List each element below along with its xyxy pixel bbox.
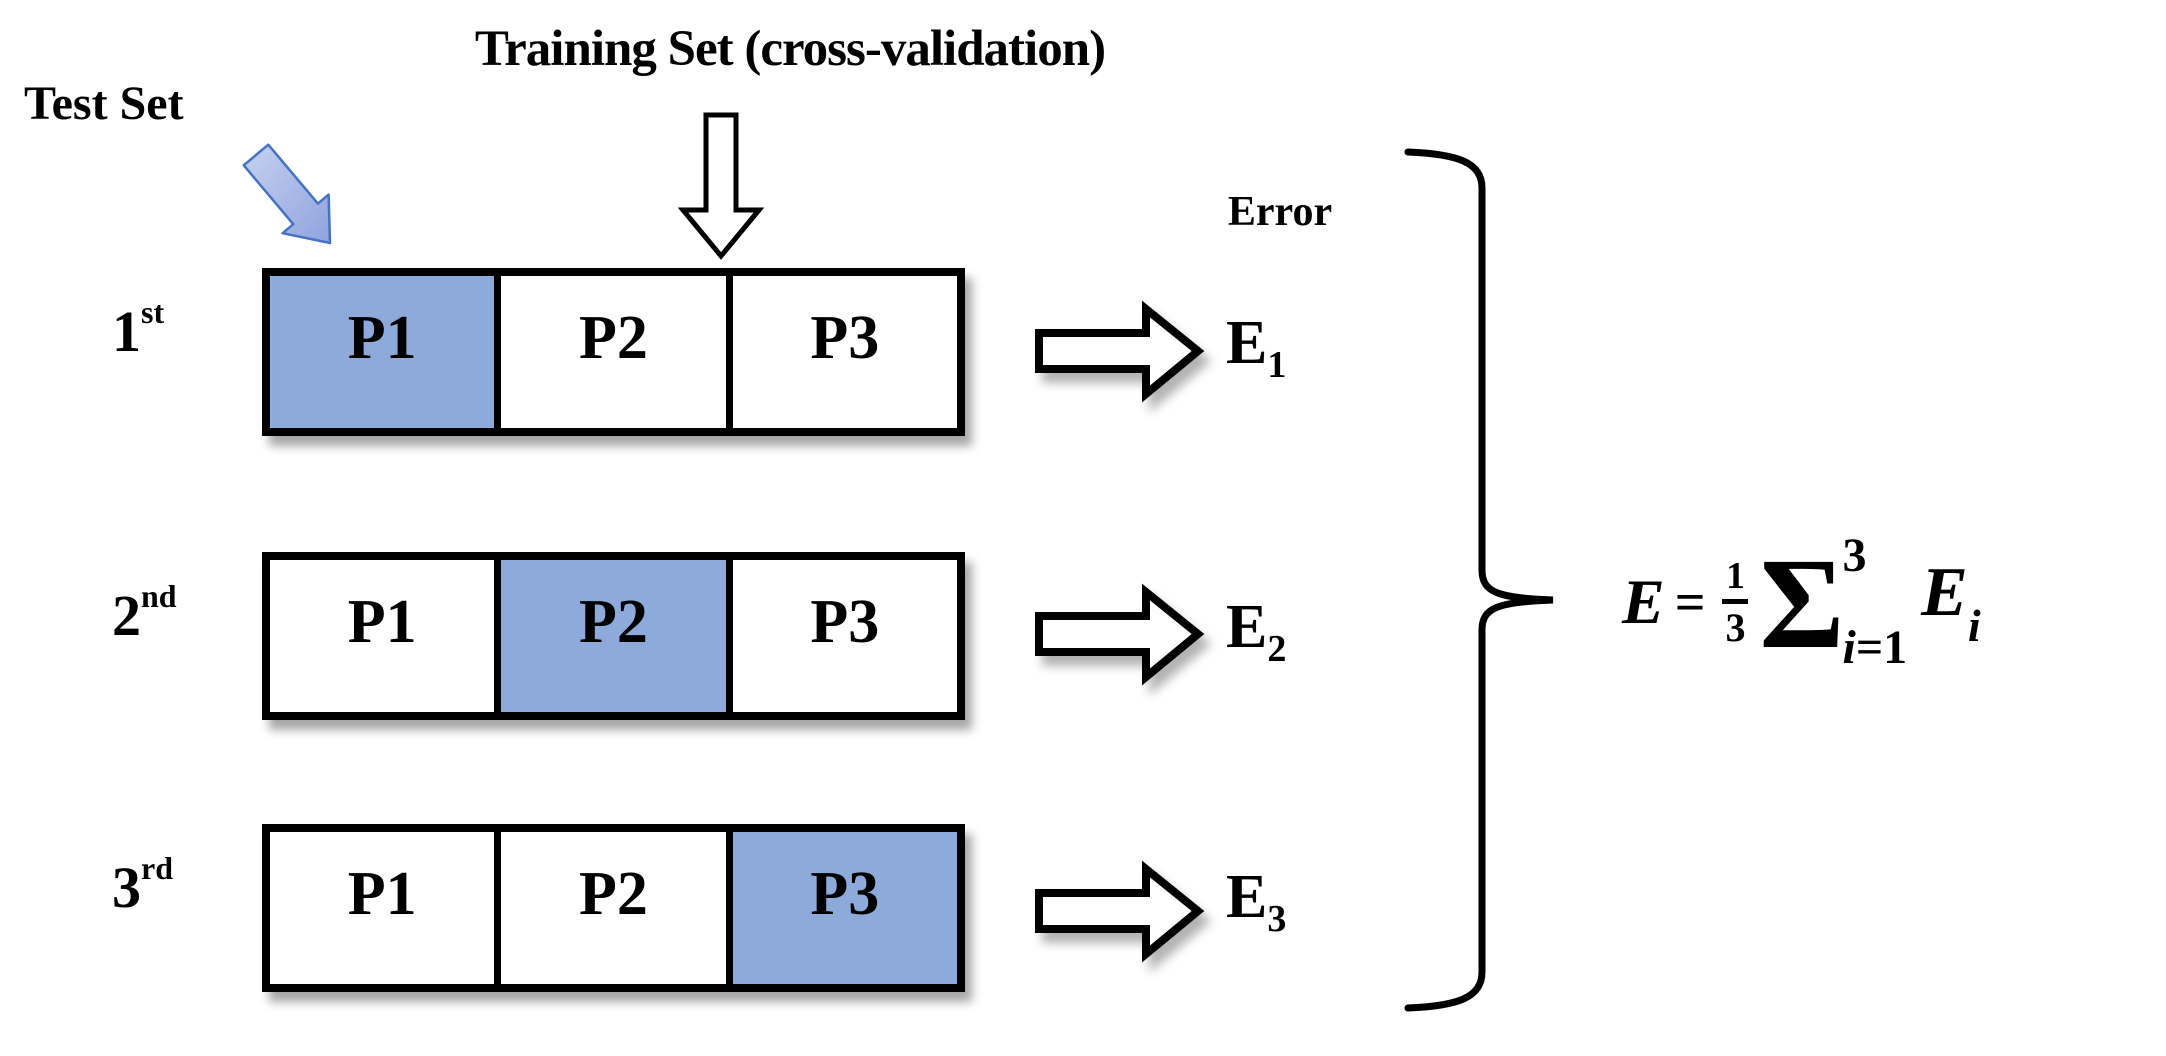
error-value-e1: E1 [1226, 309, 1287, 386]
training-set-title: Training Set (cross-validation) [474, 21, 1106, 77]
formula-fraction: 1 3 [1715, 557, 1755, 648]
error-arrow-icon [1035, 300, 1205, 403]
sigma-upper-limit: 3 [1842, 529, 1867, 582]
error-label: Error [1227, 189, 1333, 235]
test-set-arrow-icon [242, 143, 332, 245]
fraction-numerator: 1 [1725, 554, 1745, 597]
error-value-e3: E3 [1226, 863, 1287, 940]
fraction-bar [1722, 598, 1749, 604]
cell-label: P1 [347, 303, 417, 372]
fold-2-cell-p1: P1 [270, 560, 495, 712]
fold-2-ordinal-label: 2nd [112, 578, 177, 648]
fold-2-cell-p3: P3 [725, 560, 957, 712]
error-arrow-icon [1035, 583, 1205, 686]
fold-2-partition-box: P1 P2 P3 [262, 552, 965, 720]
error-arrow-icon [1035, 860, 1205, 963]
fold-2-cell-p2: P2 [494, 560, 726, 712]
cell-label: P3 [810, 859, 880, 928]
formula-lhs: E [1622, 566, 1665, 637]
formula-equals: = [1674, 572, 1706, 632]
test-set-label: Test Set [24, 77, 184, 130]
error-value-e2: E2 [1226, 593, 1287, 670]
fold-3-cell-p1: P1 [270, 832, 495, 984]
fold-1-cell-p1: P1 [270, 276, 495, 428]
formula-term: Ei [1921, 553, 1981, 651]
fold-3-cell-p3: P3 [725, 832, 957, 984]
cell-label: P2 [579, 303, 648, 372]
fold-1-partition-box: P1 P2 P3 [262, 268, 965, 436]
cell-label: P2 [579, 587, 648, 656]
fold-1-ordinal-label: 1st [112, 294, 165, 364]
cell-label: P1 [347, 859, 417, 928]
fold-1-cell-p3: P3 [725, 276, 957, 428]
error-formula: E = 1 3 Σ 3 i=1 Ei [1622, 512, 1981, 692]
fold-3-partition-box: P1 P2 P3 [262, 824, 965, 992]
summary-brace-icon [1404, 148, 1554, 1012]
cell-label: P3 [810, 587, 880, 656]
sigma-limits: 3 i=1 [1842, 532, 1907, 672]
cell-label: P2 [579, 859, 648, 928]
fraction-denominator: 3 [1725, 604, 1746, 650]
cell-label: P3 [810, 303, 880, 372]
fold-3-cell-p2: P2 [494, 832, 726, 984]
training-set-arrow-icon [678, 112, 764, 260]
sigma-icon: Σ [1759, 532, 1845, 676]
fold-3-ordinal-label: 3rd [112, 850, 173, 920]
fold-1-cell-p2: P2 [494, 276, 726, 428]
sigma-lower-limit: i=1 [1842, 621, 1908, 674]
cell-label: P1 [347, 587, 417, 656]
